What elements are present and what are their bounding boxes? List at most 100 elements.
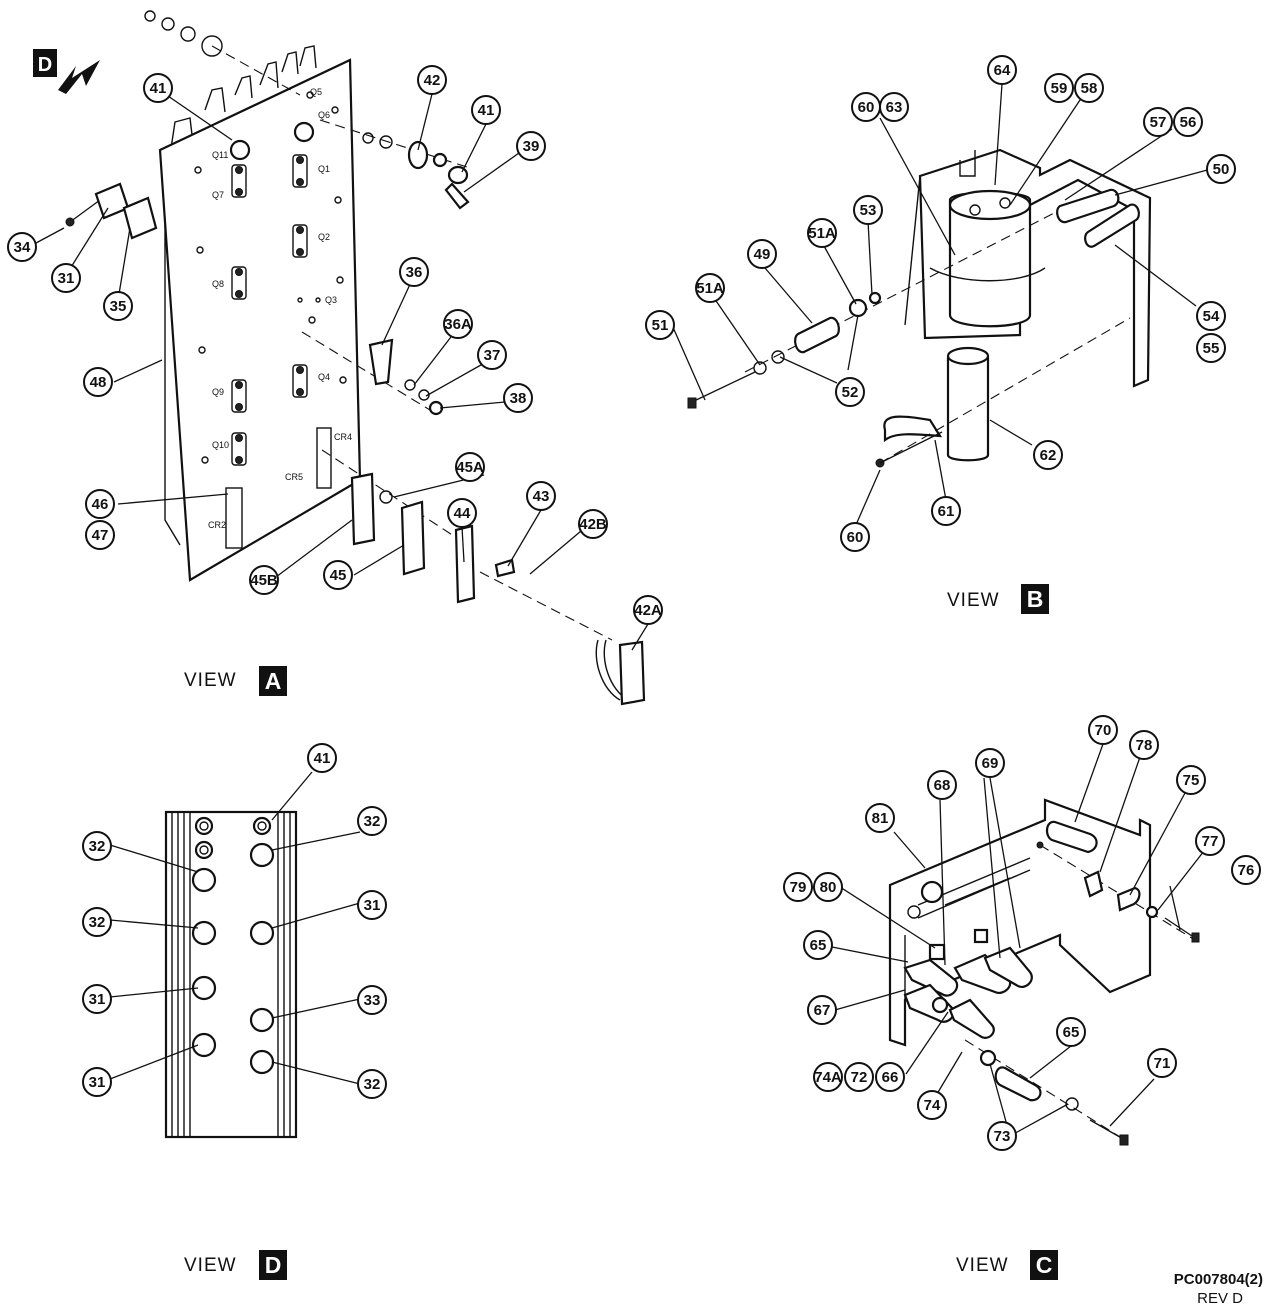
heat-sink <box>164 810 298 1139</box>
view-a-letter: A <box>259 666 287 696</box>
document-code: PC007804(2) <box>1173 1271 1263 1288</box>
callout-31: 31 <box>82 1067 112 1097</box>
callout-46: 46 <box>85 489 115 519</box>
callout-48: 48 <box>83 367 113 397</box>
marking-cr5: CR5 <box>285 472 303 482</box>
svg-text:56: 56 <box>1180 114 1197 131</box>
marking-q5: Q5 <box>310 87 322 97</box>
svg-text:61: 61 <box>938 503 955 520</box>
marking-q6: Q6 <box>318 110 330 120</box>
callout-32: 32 <box>82 907 112 937</box>
svg-text:50: 50 <box>1213 161 1230 178</box>
marking-q7: Q7 <box>212 190 224 200</box>
svg-text:54: 54 <box>1203 308 1220 325</box>
mounting-bracket <box>888 798 1152 1047</box>
callout-77: 77 <box>1195 826 1225 856</box>
callout-36a: 36A <box>443 309 473 339</box>
svg-text:42B: 42B <box>579 516 607 533</box>
marking-q1: Q1 <box>318 164 330 174</box>
callout-65: 65 <box>803 930 833 960</box>
marking-q2: Q2 <box>318 232 330 242</box>
document-revision: REV D <box>1197 1290 1243 1307</box>
callout-79: 79 <box>783 872 813 902</box>
callout-63: 63 <box>879 92 909 122</box>
callout-31: 31 <box>51 263 81 293</box>
marking-q11: Q11 <box>212 150 228 160</box>
callout-32: 32 <box>82 831 112 861</box>
marking-cr4: CR4 <box>334 432 352 442</box>
svg-text:41: 41 <box>150 80 167 97</box>
svg-text:65: 65 <box>1063 1024 1080 1041</box>
view-d-label: VIEW <box>184 1255 237 1276</box>
svg-text:32: 32 <box>364 1076 381 1093</box>
callout-74: 74 <box>917 1090 947 1120</box>
marking-cr2: CR2 <box>208 520 226 530</box>
svg-text:41: 41 <box>314 750 331 767</box>
callout-33: 33 <box>357 985 387 1015</box>
svg-text:63: 63 <box>886 99 903 116</box>
capacitor-62 <box>946 349 990 462</box>
svg-text:45: 45 <box>330 567 347 584</box>
svg-text:43: 43 <box>533 488 550 505</box>
view-a-label: VIEW <box>184 670 237 691</box>
svg-text:41: 41 <box>478 102 495 119</box>
svg-text:66: 66 <box>882 1069 899 1086</box>
view-b-letter: B <box>1021 584 1049 614</box>
svg-text:39: 39 <box>523 138 540 155</box>
callout-73: 73 <box>987 1121 1017 1151</box>
svg-text:34: 34 <box>14 239 31 256</box>
callout-36: 36 <box>399 257 429 287</box>
view-c-letter: C <box>1030 1250 1058 1280</box>
svg-text:31: 31 <box>58 270 75 287</box>
svg-text:81: 81 <box>872 810 889 827</box>
callout-60: 60 <box>840 522 870 552</box>
callout-64: 64 <box>987 55 1017 85</box>
callout-47: 47 <box>85 520 115 550</box>
svg-text:37: 37 <box>484 347 501 364</box>
svg-text:31: 31 <box>364 897 381 914</box>
callout-51a: 51A <box>807 218 837 248</box>
svg-text:31: 31 <box>89 1074 106 1091</box>
svg-text:78: 78 <box>1136 737 1153 754</box>
callout-45b: 45B <box>249 565 279 595</box>
callout-75: 75 <box>1176 765 1206 795</box>
svg-text:59: 59 <box>1051 80 1068 97</box>
svg-text:57: 57 <box>1150 114 1167 131</box>
svg-text:77: 77 <box>1202 833 1219 850</box>
view-c-label: VIEW <box>956 1255 1009 1276</box>
callout-37: 37 <box>477 340 507 370</box>
callout-42a: 42A <box>633 595 663 625</box>
svg-text:60: 60 <box>858 99 875 116</box>
callout-78: 78 <box>1129 730 1159 760</box>
callout-52: 52 <box>835 377 865 407</box>
callout-61: 61 <box>931 496 961 526</box>
callout-76: 76 <box>1231 855 1261 885</box>
callout-54: 54 <box>1196 301 1226 331</box>
callout-35: 35 <box>103 291 133 321</box>
svg-text:51: 51 <box>652 317 669 334</box>
svg-text:62: 62 <box>1040 447 1057 464</box>
svg-text:32: 32 <box>89 914 106 931</box>
view-b-label: VIEW <box>947 590 1000 611</box>
callout-59: 59 <box>1044 73 1074 103</box>
svg-text:52: 52 <box>842 384 859 401</box>
marking-q10: Q10 <box>212 440 229 450</box>
svg-text:60: 60 <box>847 529 864 546</box>
callout-53: 53 <box>853 195 883 225</box>
callout-43: 43 <box>526 481 556 511</box>
callout-39: 39 <box>516 131 546 161</box>
svg-text:36: 36 <box>406 264 423 281</box>
callout-72: 72 <box>844 1062 874 1092</box>
callout-31: 31 <box>82 984 112 1014</box>
callout-60: 60 <box>851 92 881 122</box>
callout-58: 58 <box>1074 73 1104 103</box>
marking-q9: Q9 <box>212 387 224 397</box>
callout-31: 31 <box>357 890 387 920</box>
callout-45: 45 <box>323 560 353 590</box>
svg-text:55: 55 <box>1203 340 1220 357</box>
svg-text:65: 65 <box>810 937 827 954</box>
svg-text:53: 53 <box>860 202 877 219</box>
svg-text:74: 74 <box>924 1097 941 1114</box>
svg-text:47: 47 <box>92 527 109 544</box>
callout-66: 66 <box>875 1062 905 1092</box>
